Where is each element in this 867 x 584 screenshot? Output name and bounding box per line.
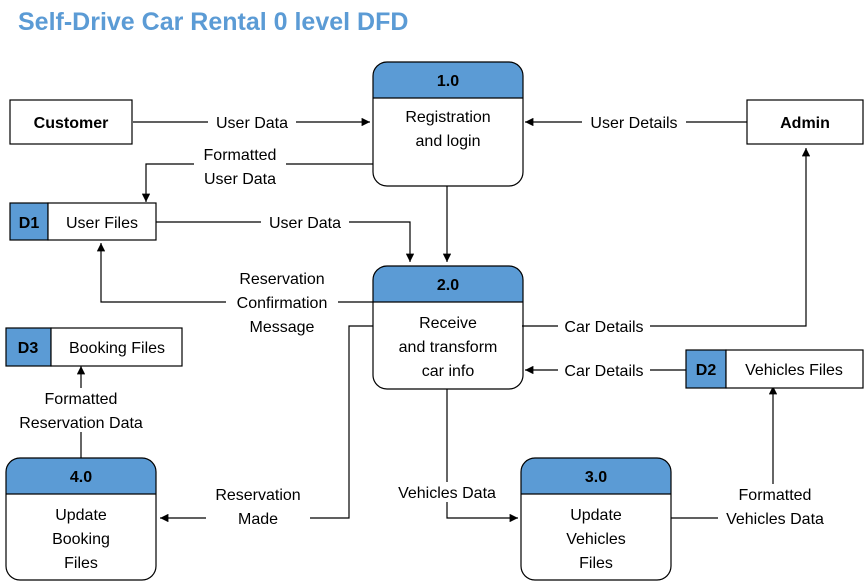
store-d1-id: D1	[19, 215, 40, 232]
flow-label-car-details: Car Details	[564, 319, 643, 336]
process-2-line2: and transform	[399, 339, 498, 356]
process-1-id: 1.0	[437, 73, 459, 90]
store-d3: D3 Booking Files	[5, 327, 183, 367]
entity-customer: Customer	[9, 99, 133, 145]
flow-label-reservation-line2: Confirmation	[237, 295, 328, 312]
store-d3-name: Booking Files	[69, 340, 165, 357]
process-1: 1.0 Registration and login	[372, 61, 524, 187]
flow-label-formatted-vehicles-line1: Formatted	[739, 487, 812, 504]
process-4-line3: Files	[64, 555, 98, 572]
store-d2-name: Vehicles Files	[745, 362, 843, 379]
process-1-line2: and login	[416, 133, 481, 150]
flow-label-reservation-line1: Reservation	[239, 271, 324, 288]
process-4-id: 4.0	[70, 469, 92, 486]
flow-label-user-data-2: User Data	[269, 215, 341, 232]
flow-user-files-to-receive	[156, 221, 415, 262]
flow-registration-to-user-files	[141, 163, 373, 202]
flow-labels: User Data User Details Formatted User Da…	[8, 112, 830, 528]
flow-label-reservation-line3: Message	[250, 319, 315, 336]
flow-label-reservation-made-line1: Reservation	[215, 487, 300, 504]
process-3-line1: Update	[570, 507, 622, 524]
flow-label-formatted-vehicles-line2: Vehicles Data	[726, 511, 824, 528]
process-3-id: 3.0	[585, 469, 607, 486]
flow-receive-to-admin	[522, 148, 811, 327]
store-d2-id: D2	[696, 362, 717, 379]
process-1-line1: Registration	[405, 109, 490, 126]
entity-admin-label: Admin	[780, 115, 830, 132]
process-2-line3: car info	[422, 363, 475, 380]
process-4-line2: Booking	[52, 531, 110, 548]
flow-label-formatted-line1: Formatted	[204, 147, 277, 164]
process-2-line1: Receive	[419, 315, 477, 332]
flow-label-formatted-line2: User Data	[204, 171, 276, 188]
store-d1-name: User Files	[66, 215, 138, 232]
process-3-line3: Files	[579, 555, 613, 572]
process-3: 3.0 Update Vehicles Files	[520, 457, 672, 581]
flow-label-vehicles-data: Vehicles Data	[398, 485, 496, 502]
store-d2: D2 Vehicles Files	[685, 349, 864, 389]
process-4: 4.0 Update Booking Files	[5, 457, 157, 581]
process-3-line2: Vehicles	[566, 531, 626, 548]
entity-customer-label: Customer	[34, 115, 109, 132]
flow-label-reservation-made-line2: Made	[238, 511, 278, 528]
flow-receive-to-update-vehicles	[446, 389, 518, 523]
flow-label-user-details: User Details	[590, 115, 677, 132]
flow-label-formatted-reservation-line2: Reservation Data	[19, 415, 143, 432]
flow-label-formatted-reservation-line1: Formatted	[45, 391, 118, 408]
flow-label-car-details-2: Car Details	[564, 363, 643, 380]
store-d3-id: D3	[18, 340, 39, 357]
diagram-title: Self-Drive Car Rental 0 level DFD	[18, 8, 409, 36]
entity-admin: Admin	[746, 99, 864, 145]
process-4-line1: Update	[55, 507, 107, 524]
process-2: 2.0 Receive and transform car info	[372, 265, 524, 390]
process-2-id: 2.0	[437, 277, 459, 294]
flow-label-user-data: User Data	[216, 115, 288, 132]
store-d1: D1 User Files	[9, 202, 157, 241]
